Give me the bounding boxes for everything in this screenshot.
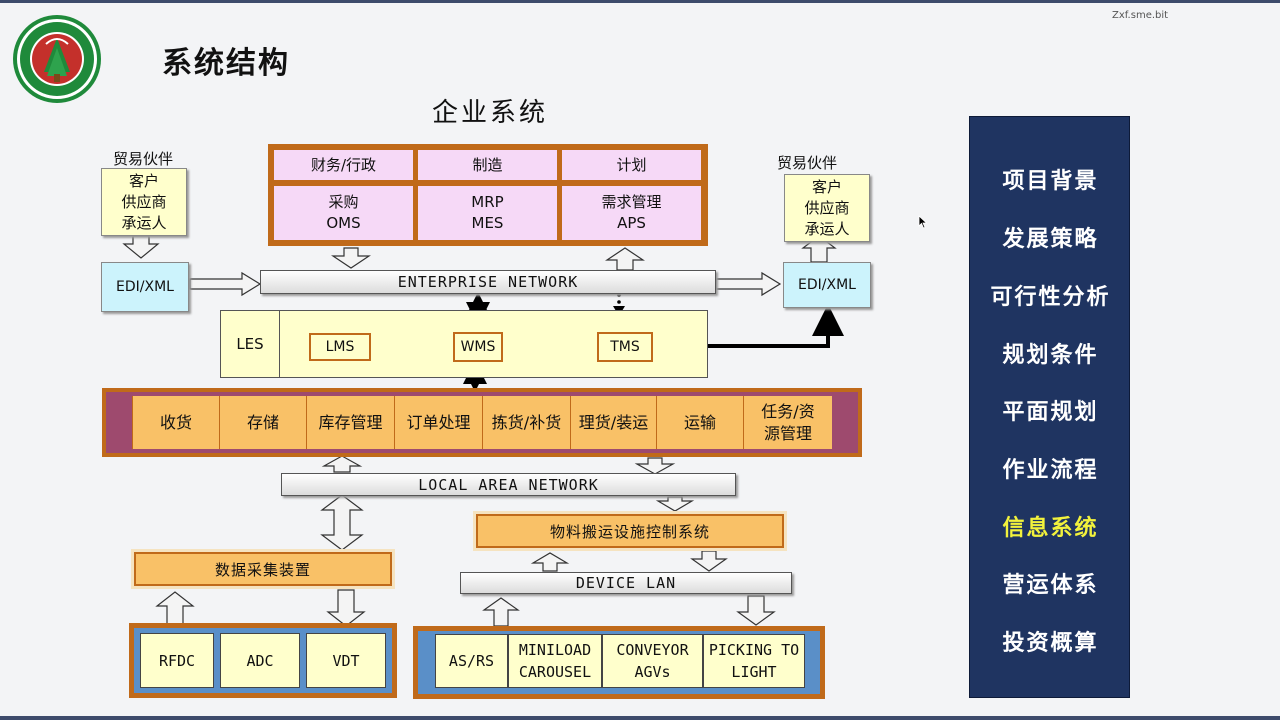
slide-top-border xyxy=(0,0,1280,3)
data-devices-frame: RFDC ADC VDT xyxy=(129,623,397,698)
equipment-asrs: AS/RS xyxy=(435,634,508,688)
function-cell: 拣货/补货 xyxy=(482,396,570,449)
wms-module: WMS xyxy=(453,332,503,362)
hollow-arrow-material-down xyxy=(690,550,728,572)
left-partner-box: 客户 供应商 承运人 xyxy=(101,168,187,236)
module-label: MRP xyxy=(471,193,504,211)
hollow-arrow-ent-up xyxy=(605,247,645,271)
hollow-arrow-data-up xyxy=(155,591,195,627)
data-collection-box: 数据采集装置 xyxy=(134,552,392,586)
mouse-cursor-icon xyxy=(918,214,928,233)
lms-module: LMS xyxy=(309,333,371,361)
material-control-box: 物料搬运设施控制系统 xyxy=(476,514,784,548)
hollow-arrow-left-partner xyxy=(122,235,160,259)
function-cell: 库存管理 xyxy=(306,396,394,449)
local-area-network-bar: LOCAL AREA NETWORK xyxy=(281,473,736,496)
arrow-tms-edi xyxy=(644,304,844,362)
right-partner-line: 供应商 xyxy=(804,199,850,217)
hollow-arrow-lan-material xyxy=(655,496,695,512)
module-mrp: MRP MES xyxy=(418,186,557,240)
module-label: 采购 xyxy=(328,193,359,211)
left-partner-line: 供应商 xyxy=(121,193,167,211)
university-logo xyxy=(10,14,104,104)
left-edi-box: EDI/XML xyxy=(101,262,189,312)
les-box: LES LMS WMS TMS xyxy=(220,310,708,378)
slide-title: 系统结构 xyxy=(162,46,290,81)
device-rfdc: RFDC xyxy=(140,633,214,688)
module-planning: 计划 xyxy=(562,150,701,180)
equipment-frame: AS/RS MINILOAD CAROUSEL CONVEYOR AGVs PI… xyxy=(413,626,825,699)
nav-item[interactable]: 投资概算 xyxy=(1002,631,1099,656)
nav-item[interactable]: 作业流程 xyxy=(1002,458,1099,483)
module-manufacturing: 制造 xyxy=(418,150,557,180)
enterprise-modules-frame: 财务/行政 制造 计划 采购 OMS MRP MES 需求管理 APS xyxy=(268,144,708,246)
hollow-arrow-material-up xyxy=(530,552,570,572)
left-partner-line: 承运人 xyxy=(121,214,167,232)
module-purchasing: 采购 OMS xyxy=(274,186,413,240)
hollow-arrow-func-down xyxy=(634,457,676,475)
right-partner-line: 承运人 xyxy=(804,220,850,238)
device-lan-bar: DEVICE LAN xyxy=(460,572,792,594)
module-sublabel: MES xyxy=(471,214,504,232)
tms-module: TMS xyxy=(597,332,653,362)
left-partner-line: 客户 xyxy=(128,172,159,190)
right-partner-label: 贸易伙伴 xyxy=(777,154,838,172)
nav-item-active[interactable]: 信息系统 xyxy=(1002,516,1099,541)
nav-item[interactable]: 规划条件 xyxy=(1002,343,1099,368)
device-vdt: VDT xyxy=(306,633,386,688)
right-partner-box: 客户 供应商 承运人 xyxy=(784,174,870,242)
left-partner-label: 贸易伙伴 xyxy=(113,150,174,168)
hollow-arrow-ent-down xyxy=(331,247,371,269)
function-cell: 运输 xyxy=(656,396,743,449)
equipment-miniload: MINILOAD CAROUSEL xyxy=(508,634,602,688)
hollow-arrow-device-down xyxy=(736,595,776,626)
hollow-arrow-func-up xyxy=(321,455,363,473)
function-cell: 收货 xyxy=(132,396,219,449)
functions-frame: 收货 存储 库存管理 订单处理 拣货/补货 理货/装运 运输 任务/资源管理 xyxy=(102,388,862,457)
right-edi-box: EDI/XML xyxy=(783,262,871,308)
module-label: 计划 xyxy=(616,155,647,174)
module-label: 财务/行政 xyxy=(310,155,377,174)
hollow-arrow-data-down xyxy=(326,589,366,627)
function-cell: 理货/装运 xyxy=(570,396,656,449)
module-demand: 需求管理 APS xyxy=(562,186,701,240)
device-adc: ADC xyxy=(220,633,300,688)
slide-bottom-border xyxy=(0,716,1280,720)
hollow-arrow-device-up xyxy=(482,597,520,627)
module-sublabel: APS xyxy=(617,214,646,232)
hollow-arrow-edi-left xyxy=(189,271,262,297)
function-cell: 任务/资源管理 xyxy=(743,396,832,449)
nav-item[interactable]: 项目背景 xyxy=(1002,169,1099,194)
function-cell: 存储 xyxy=(219,396,306,449)
enterprise-system-title: 企业系统 xyxy=(432,98,549,128)
hollow-arrow-edi-right xyxy=(715,271,782,297)
equipment-conveyor: CONVEYOR AGVs xyxy=(602,634,703,688)
module-label: 需求管理 xyxy=(601,193,662,211)
nav-item[interactable]: 发展策略 xyxy=(1002,227,1099,252)
nav-item[interactable]: 可行性分析 xyxy=(990,285,1111,310)
navigation-panel: 项目背景 发展策略 可行性分析 规划条件 平面规划 作业流程 信息系统 营运体系… xyxy=(969,116,1130,698)
functions-row: 收货 存储 库存管理 订单处理 拣货/补货 理货/装运 运输 任务/资源管理 xyxy=(132,396,832,449)
watermark: Zxf.sme.bit xyxy=(1112,10,1169,21)
les-label: LES xyxy=(221,311,280,377)
module-label: 制造 xyxy=(472,155,503,174)
hollow-arrow-lan-data xyxy=(320,494,364,551)
enterprise-network-bar: ENTERPRISE NETWORK xyxy=(260,270,716,294)
equipment-picking: PICKING TO LIGHT xyxy=(703,634,805,688)
nav-item[interactable]: 平面规划 xyxy=(1002,400,1099,425)
hollow-arrow-right-partner xyxy=(801,235,837,263)
module-finance: 财务/行政 xyxy=(274,150,413,180)
function-cell: 订单处理 xyxy=(394,396,482,449)
right-partner-line: 客户 xyxy=(811,178,842,196)
nav-item[interactable]: 营运体系 xyxy=(1002,573,1099,598)
module-sublabel: OMS xyxy=(326,214,361,232)
